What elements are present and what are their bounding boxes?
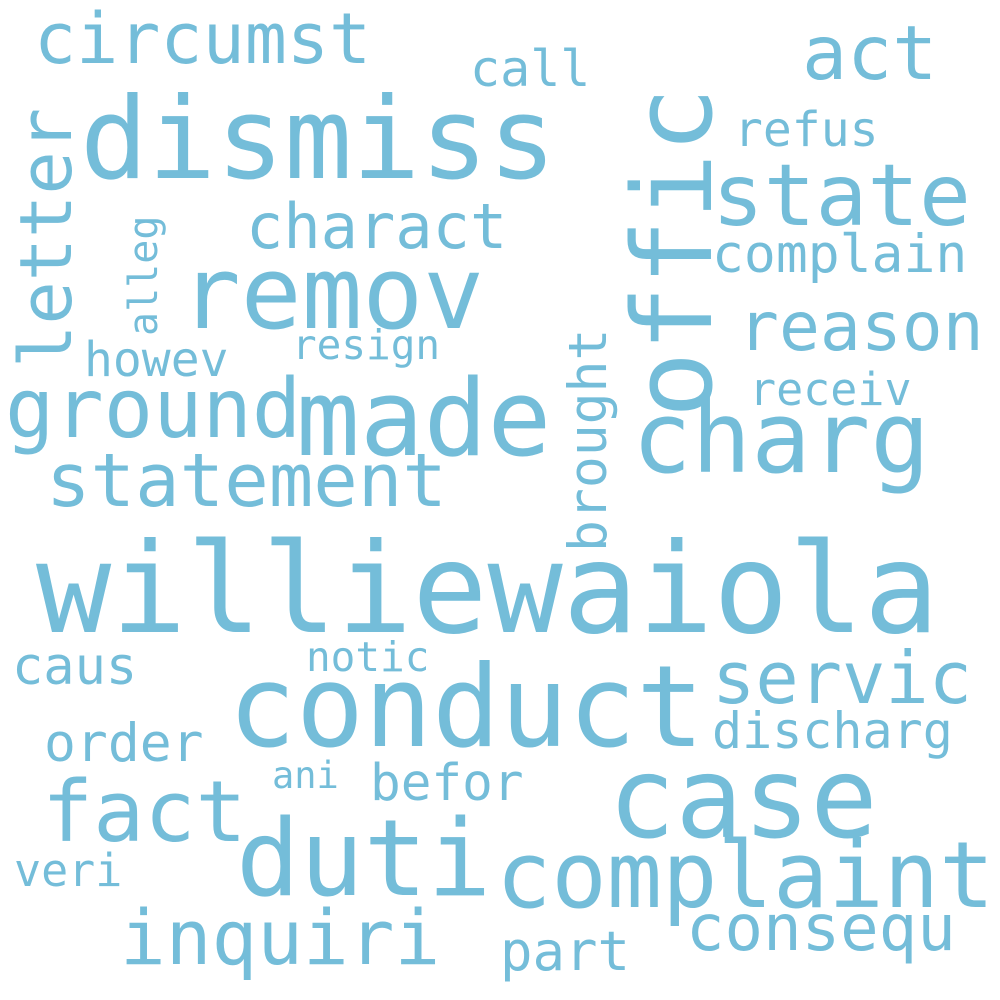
- word-discharg: discharg: [712, 702, 953, 760]
- word-ani: ani: [272, 754, 339, 797]
- word-fact: fact: [42, 763, 247, 862]
- word-ground: ground: [5, 362, 302, 457]
- word-complaint: complaint: [496, 822, 995, 929]
- word-call: call: [470, 40, 591, 98]
- word-charact: charact: [246, 190, 508, 263]
- word-resign: resign: [292, 321, 441, 369]
- word-statement: statement: [46, 438, 447, 524]
- word-conduct: conduct: [228, 641, 705, 773]
- word-letter: letter: [4, 107, 88, 368]
- word-remov: remov: [180, 234, 485, 352]
- word-dismiss: dismiss: [80, 73, 557, 205]
- word-complain: complain: [712, 224, 968, 285]
- word-servic: servic: [712, 636, 973, 720]
- word-order: order: [44, 713, 204, 774]
- word-howev: howev: [84, 332, 229, 388]
- word-act: act: [802, 9, 938, 97]
- word-part: part: [500, 920, 631, 983]
- word-veri: veri: [14, 844, 123, 897]
- word-offic: offic: [609, 86, 737, 418]
- word-case: case: [608, 734, 878, 864]
- word-circumst: circumst: [34, 0, 372, 80]
- word-consequ: consequ: [686, 892, 956, 966]
- word-alleg: alleg: [121, 215, 167, 336]
- word-state: state: [712, 146, 971, 246]
- word-duti: duti: [236, 797, 492, 920]
- word-brought: brought: [558, 328, 619, 552]
- word-reason: reason: [738, 288, 984, 367]
- word-williewaiola: williewaiola: [36, 517, 940, 662]
- word-befor: befor: [370, 754, 524, 813]
- word-refus: refus: [734, 102, 879, 158]
- word-made: made: [296, 357, 552, 480]
- word-receiv: receiv: [749, 363, 912, 416]
- word-caus: caus: [12, 637, 138, 697]
- word-notic: notic: [306, 633, 430, 681]
- word-charg: charg: [632, 381, 931, 496]
- word-inquiri: inquiri: [120, 893, 441, 982]
